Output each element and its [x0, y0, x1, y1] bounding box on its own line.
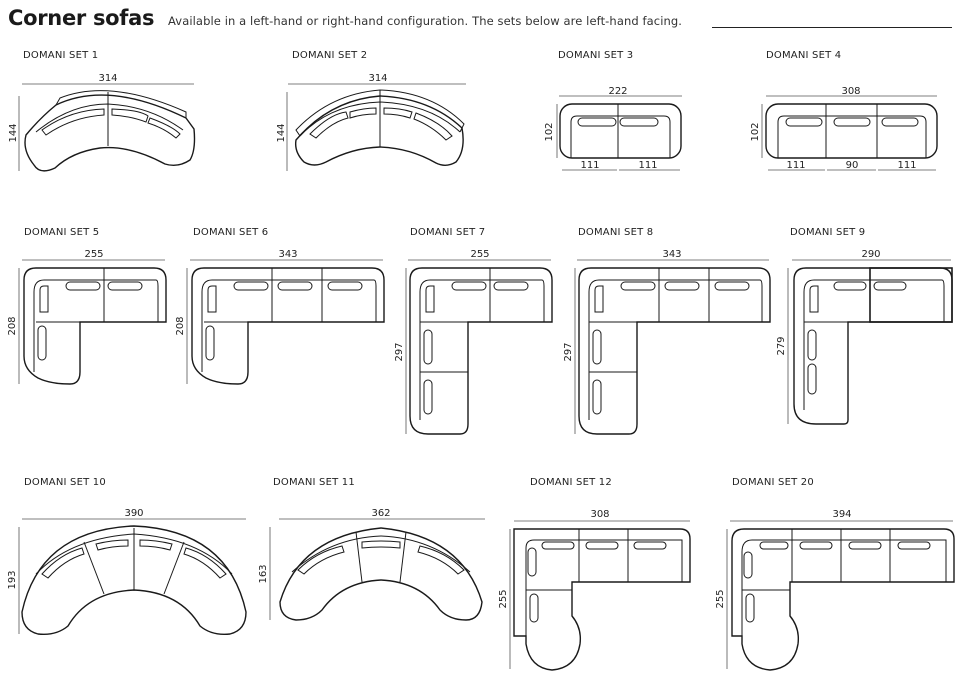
set-4-drawing: 308 102 111 90 111	[750, 86, 938, 171]
set-20-drawing: 394 255	[715, 509, 955, 671]
set-9-depth: 279	[776, 336, 787, 355]
set-10-depth: 193	[7, 570, 18, 589]
header-rule	[712, 27, 952, 28]
set-7-width: 255	[470, 249, 489, 260]
page-subtitle: Available in a left-hand or right-hand c…	[168, 14, 683, 28]
set-10-drawing: 390 193	[7, 508, 247, 636]
set-3-drawing: 222 102 111 111	[544, 86, 682, 171]
set-1-drawing: 314 144	[8, 73, 196, 172]
set-4-label: DOMANI SET 4	[766, 50, 842, 61]
set-2-drawing: 314 144	[276, 73, 466, 171]
set-11-drawing: 362 163	[258, 508, 485, 621]
set-6-width: 343	[278, 249, 297, 260]
set-3-segment-2: 111	[638, 160, 657, 171]
set-9-drawing: 290 279	[776, 249, 953, 425]
set-20-label: DOMANI SET 20	[732, 477, 814, 488]
set-20-depth: 255	[715, 589, 726, 608]
set-2-width: 314	[368, 73, 387, 84]
set-11-depth: 163	[258, 564, 269, 583]
set-8-width: 343	[662, 249, 681, 260]
set-12-width: 308	[590, 509, 609, 520]
set-6-depth: 208	[175, 316, 186, 335]
set-10-width: 390	[124, 508, 143, 519]
set-8-depth: 297	[563, 342, 574, 361]
set-11-width: 362	[371, 508, 390, 519]
set-5-depth: 208	[7, 316, 18, 335]
set-20-width: 394	[832, 509, 851, 520]
set-4-width: 308	[841, 86, 860, 97]
set-7-depth: 297	[394, 342, 405, 361]
set-3-label: DOMANI SET 3	[558, 50, 634, 61]
set-4-segment-2: 90	[846, 160, 859, 171]
set-3-segment-1: 111	[580, 160, 599, 171]
set-8-drawing: 343 297	[563, 249, 771, 435]
set-7-label: DOMANI SET 7	[410, 227, 486, 238]
set-2-label: DOMANI SET 2	[292, 50, 368, 61]
set-6-drawing: 343 208	[175, 249, 385, 385]
set-10-label: DOMANI SET 10	[24, 477, 106, 488]
set-4-depth: 102	[750, 122, 761, 141]
set-7-drawing: 255 297	[394, 249, 553, 435]
set-1-depth: 144	[8, 123, 19, 142]
set-9-label: DOMANI SET 9	[790, 227, 866, 238]
set-4-segment-3: 111	[897, 160, 916, 171]
set-3-width: 222	[608, 86, 627, 97]
set-2-depth: 144	[276, 123, 287, 142]
set-12-depth: 255	[498, 589, 509, 608]
set-11-label: DOMANI SET 11	[273, 477, 355, 488]
set-12-drawing: 308 255	[498, 509, 691, 671]
set-9-width: 290	[861, 249, 880, 260]
set-8-label: DOMANI SET 8	[578, 227, 654, 238]
set-3-depth: 102	[544, 122, 555, 141]
set-5-drawing: 255 208	[7, 249, 167, 385]
set-1-width: 314	[98, 73, 117, 84]
set-4-segment-1: 111	[786, 160, 805, 171]
set-5-width: 255	[84, 249, 103, 260]
set-6-label: DOMANI SET 6	[193, 227, 269, 238]
set-1-label: DOMANI SET 1	[23, 50, 99, 61]
page-title: Corner sofas	[8, 6, 155, 30]
set-12-label: DOMANI SET 12	[530, 477, 612, 488]
set-5-label: DOMANI SET 5	[24, 227, 100, 238]
